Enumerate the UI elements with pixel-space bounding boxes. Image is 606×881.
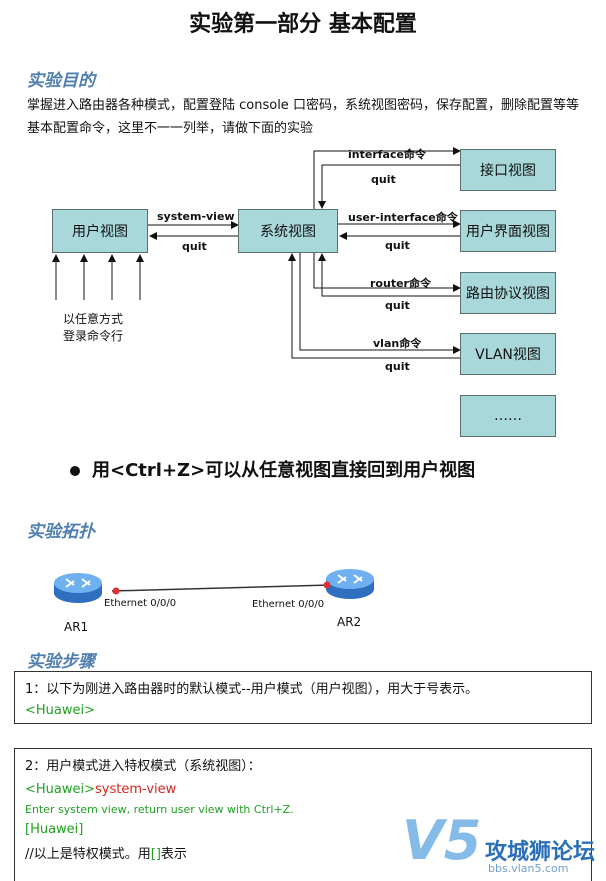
box-vlan-view: VLAN视图 [460,333,556,375]
label-quit: quit [182,240,207,253]
box-interface-view: 接口视图 [460,149,556,191]
label-quit: quit [385,360,410,373]
login-note-line: 以任意方式 [63,312,124,326]
section-heading-purpose: 实验目的 [27,71,95,91]
label-quit: quit [385,239,410,252]
label-quit: quit [385,299,410,312]
arrow-interface-quit [318,164,460,209]
step2-note-pre: //以上是特权模式。用 [25,847,151,862]
router-label-ar1: AR1 [64,620,89,634]
box-more-views: …… [460,395,556,437]
step2-command: system-view [95,782,177,797]
purpose-text: 掌握进入路由器各种模式，配置登陆 console 口密码，系统视图密码，保存配置… [27,98,579,136]
section-heading-topology: 实验拓扑 [27,522,95,542]
step1-box: 1：以下为刚进入路由器时的默认模式--用户模式（用户视图），用大于号表示。 <H… [14,671,592,724]
topology-diagram [54,569,374,603]
watermark-url: bbs.vlan5.com [488,862,569,875]
router-label-ar2: AR2 [337,615,362,629]
arrow-router-quit [318,253,460,297]
port-label-ar2: Ethernet 0/0/0 [252,599,325,610]
port-label-ar1: Ethernet 0/0/0 [104,598,177,609]
view-diagram [52,147,461,359]
label-user-interface-cmd: user-interface命令 [348,211,458,224]
step2-box: 2：用户模式进入特权模式（系统视图）： <Huawei>system-view … [14,748,592,881]
step2-prompt: <Huawei> [25,782,96,797]
step2-text: 2：用户模式进入特权模式（系统视图）： [25,759,261,774]
label-vlan-cmd: vlan命令 [373,337,422,350]
step2-note: //以上是特权模式。用[]表示 [25,843,581,862]
login-note: 以任意方式 登录命令行 [63,311,123,345]
step2-prompt2: [Huawei] [25,822,84,837]
step2-output: Enter system view, return user view with… [25,803,294,816]
router-icon [54,573,102,603]
box-user-interface-view: 用户界面视图 [460,210,556,252]
port-dot [112,587,120,595]
login-note-line: 登录命令行 [63,329,124,343]
section-heading-steps: 实验步骤 [27,652,95,672]
label-interface-cmd: interface命令 [348,148,426,161]
arrow-interface-cmd [313,147,461,210]
step2-note-brackets: [] [150,847,161,862]
arrow-vlan-quit [288,253,460,359]
page-title: 实验第一部分 基本配置 [189,12,417,37]
arrow-vlan-cmd [299,252,461,354]
arrow-router-cmd [313,252,461,292]
watermark-brand: 攻城狮论坛 [485,840,596,865]
watermark-logo: V5 [402,809,482,872]
link-line [111,584,331,592]
box-system-view: 系统视图 [238,209,338,253]
label-system-view-cmd: system-view [157,210,235,223]
step2-note-post: 表示 [160,847,187,862]
label-router-cmd: router命令 [370,277,431,290]
box-routing-protocol-view: 路由协议视图 [460,272,556,314]
step1-text: 1：以下为刚进入路由器时的默认模式--用户模式（用户视图），用大于号表示。 [25,682,479,697]
bullet-dot [70,466,80,476]
port-dot [323,581,331,589]
step2-command-line: <Huawei>system-view [25,782,581,797]
ctrl-z-note: 用<Ctrl+Z>可以从任意视图直接回到用户视图 [92,460,476,481]
router-icon [326,569,374,599]
box-user-view: 用户视图 [52,209,148,253]
step1-prompt: <Huawei> [25,703,96,718]
label-quit: quit [371,173,396,186]
